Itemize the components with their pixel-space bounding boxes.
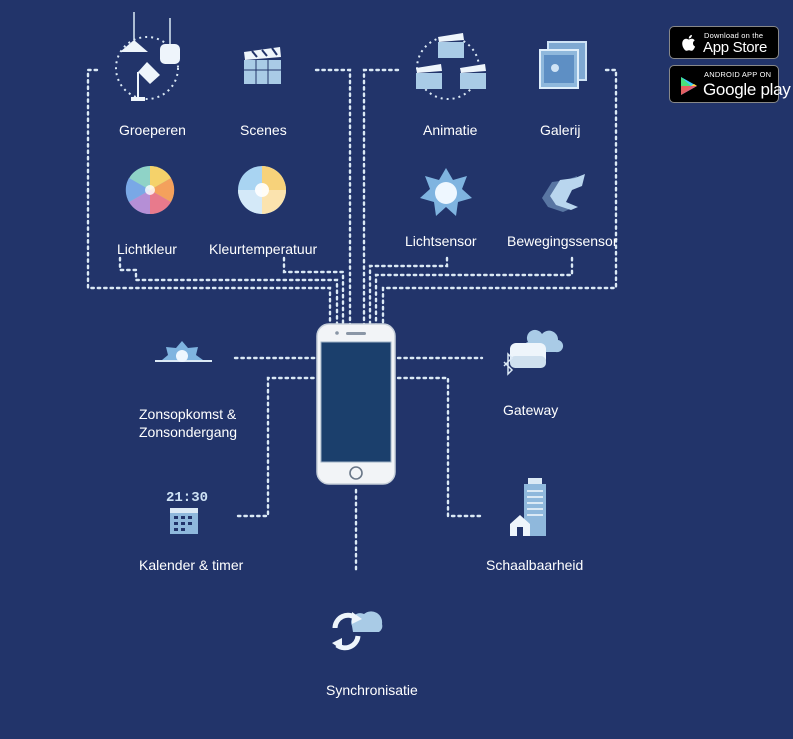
label-scenes: Scenes bbox=[240, 122, 287, 138]
label-lichtsensor: Lichtsensor bbox=[405, 233, 477, 249]
label-zonsopkomst: Zonsopkomst & Zonsondergang bbox=[139, 406, 238, 440]
clapperboard-icon bbox=[244, 47, 281, 84]
gallery-icon bbox=[539, 41, 587, 89]
color-temperature-icon bbox=[238, 166, 286, 214]
animation-icon bbox=[416, 33, 486, 100]
google-play-big-text: Google play bbox=[703, 80, 791, 99]
calendar-icon bbox=[170, 508, 198, 534]
sync-cloud-icon bbox=[332, 611, 383, 651]
building-icon bbox=[510, 478, 546, 536]
label-kalender: Kalender & timer bbox=[139, 557, 244, 573]
google-play-small-text: ANDROID APP ON bbox=[704, 70, 772, 79]
label-kleurtemperatuur: Kleurtemperatuur bbox=[209, 241, 318, 257]
google-play-badge[interactable]: ANDROID APP ON Google play bbox=[669, 65, 791, 103]
lamp-group-icon bbox=[115, 12, 180, 101]
apple-icon bbox=[682, 34, 696, 51]
label-bewegingssensor: Bewegingssensor bbox=[507, 233, 618, 249]
color-wheel-icon bbox=[125, 165, 175, 215]
sunrise-icon bbox=[155, 341, 212, 362]
app-store-badge[interactable]: Download on the App Store bbox=[669, 26, 779, 59]
label-galerij: Galerij bbox=[540, 122, 581, 138]
label-schaalbaarheid: Schaalbaarheid bbox=[486, 557, 584, 573]
clock-display: 21:30 bbox=[166, 490, 208, 506]
app-store-small-text: Download on the bbox=[704, 31, 764, 40]
label-synchronisatie: Synchronisatie bbox=[326, 682, 418, 698]
play-triangle-icon bbox=[681, 77, 697, 95]
label-lichtkleur: Lichtkleur bbox=[117, 241, 177, 257]
light-sensor-icon bbox=[420, 168, 472, 216]
label-gateway: Gateway bbox=[503, 402, 559, 418]
gateway-icon bbox=[503, 329, 564, 376]
label-animatie: Animatie bbox=[423, 122, 478, 138]
app-store-big-text: App Store bbox=[703, 39, 768, 56]
smartphone-icon bbox=[316, 323, 396, 485]
motion-sensor-icon bbox=[542, 174, 585, 212]
connector-lines bbox=[86, 68, 618, 574]
label-groeperen: Groeperen bbox=[119, 122, 186, 138]
